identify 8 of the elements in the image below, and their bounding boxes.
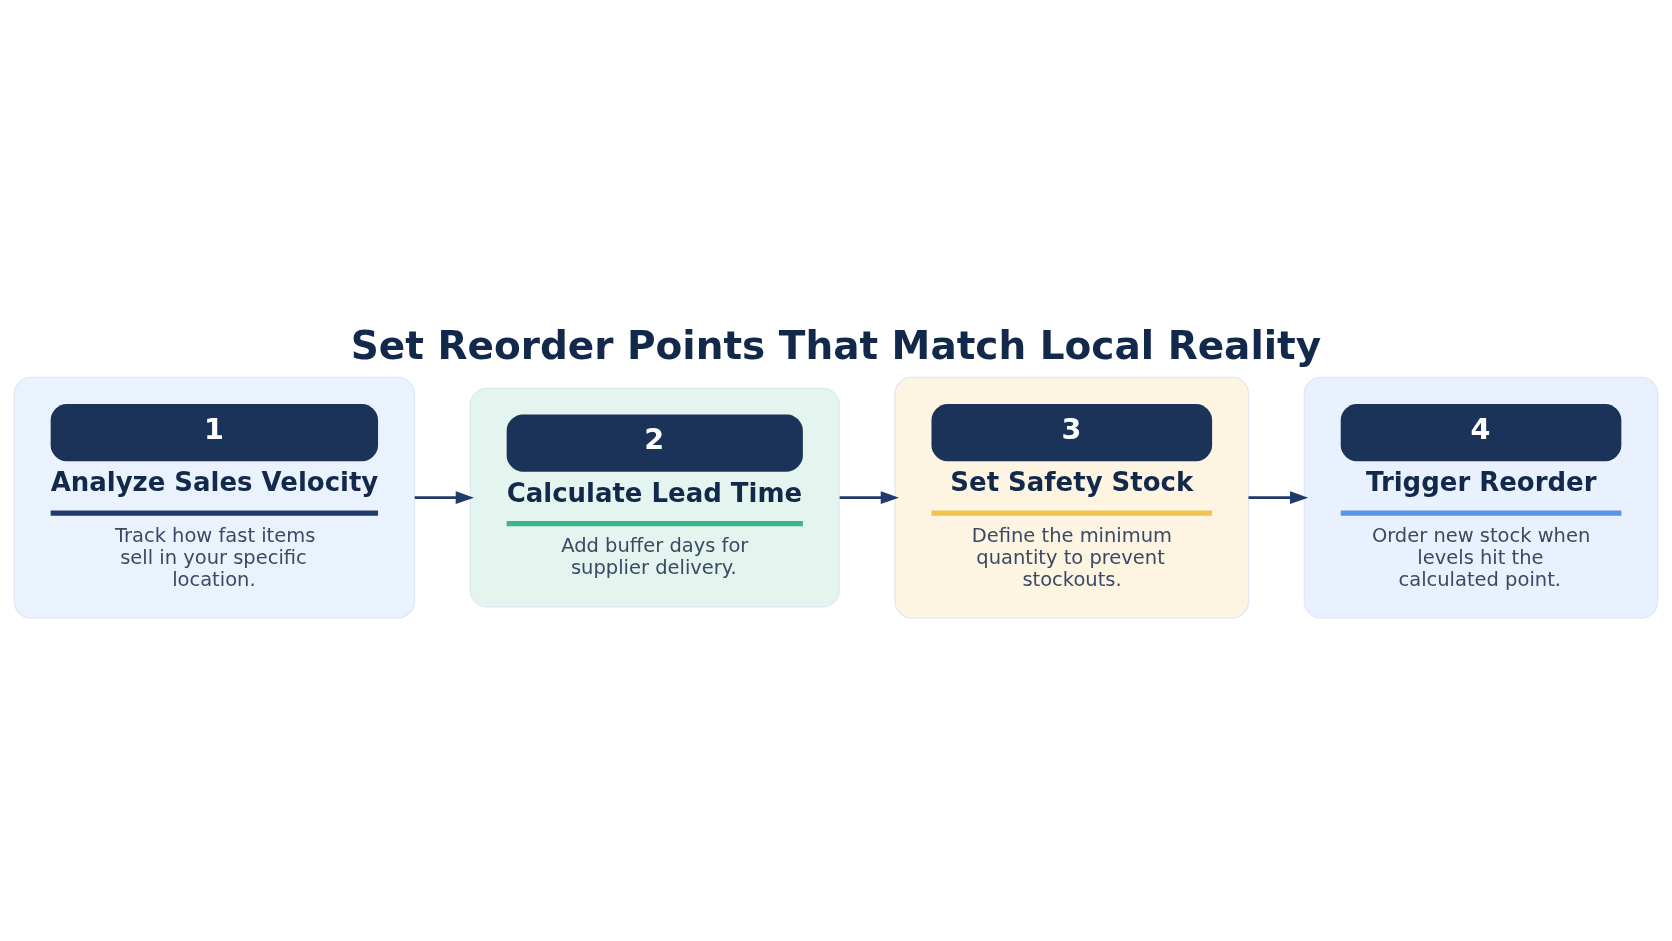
arrow bbox=[1248, 490, 1309, 504]
node-box: 4 Trigger Reorder Order new stock when levels hit the calculated point. bbox=[1303, 376, 1659, 618]
arrow bbox=[839, 490, 899, 504]
node-box: 3 Set Safety Stock Define the minimum quantity to prevent stockouts. bbox=[894, 376, 1250, 618]
arrow bbox=[414, 490, 474, 504]
diagram-title: Set Reorder Points That Match Local Reality bbox=[350, 322, 1322, 368]
node-box: 2 Calculate Lead Time Add buffer days for supplier delivery. bbox=[469, 387, 840, 607]
node-box: 1 Analyze Sales Velocity Track how fast items sell in your specific location. bbox=[13, 376, 416, 618]
